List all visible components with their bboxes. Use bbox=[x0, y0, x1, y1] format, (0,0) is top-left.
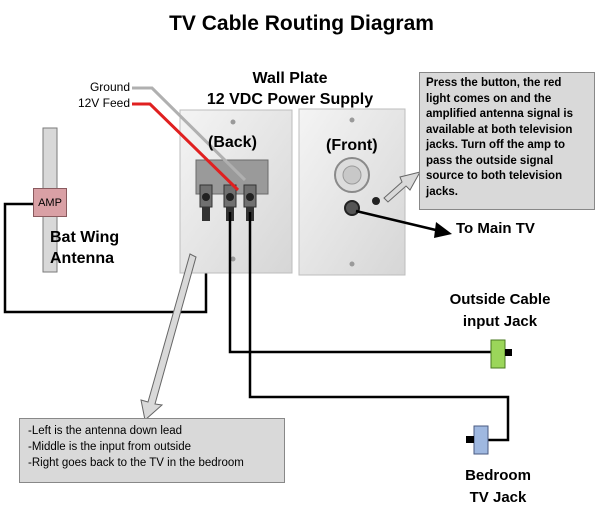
antenna-label-line2: Antenna bbox=[50, 250, 114, 267]
front-callout-arrow bbox=[383, 171, 421, 203]
main-tv-label: To Main TV bbox=[456, 220, 535, 237]
wall-plate-line1: Wall Plate bbox=[252, 70, 328, 87]
front-plate-screw-bottom bbox=[349, 261, 355, 267]
main-tv-jack bbox=[344, 200, 360, 216]
power-button-center bbox=[342, 165, 362, 185]
outside-cable-jack-pin bbox=[505, 349, 512, 356]
antenna-down-lead bbox=[3, 202, 208, 314]
back-callout-note: -Left is the antenna down lead -Middle i… bbox=[19, 418, 285, 483]
back-plate-screw-bottom bbox=[230, 256, 236, 262]
feed-wire bbox=[132, 102, 240, 192]
outside-cable-jack bbox=[490, 339, 506, 369]
back-callout-line-middle: -Middle is the input from outside bbox=[28, 441, 191, 453]
bedroom-jack-line2: TV Jack bbox=[469, 489, 527, 506]
bedroom-tv-jack bbox=[473, 425, 489, 455]
amp-box: AMP bbox=[33, 188, 67, 217]
main-tv-arrowhead bbox=[434, 222, 452, 238]
bedroom-wire bbox=[248, 212, 510, 442]
front-plate-label: (Front) bbox=[326, 137, 378, 154]
front-plate-screw-top bbox=[349, 117, 355, 123]
front-callout-note: Press the button, the red light comes on… bbox=[419, 72, 595, 210]
bedroom-jack-label: Bedroom TV Jack bbox=[448, 465, 548, 509]
outside-cable-wire bbox=[228, 212, 491, 354]
ground-wire bbox=[132, 86, 247, 182]
ground-wire-label: Ground bbox=[89, 80, 130, 94]
wall-plate-label: Wall Plate 12 VDC Power Supply bbox=[190, 68, 390, 110]
back-plate-label: (Back) bbox=[208, 134, 257, 151]
wall-plate-line2: 12 VDC Power Supply bbox=[206, 91, 374, 108]
indicator-light bbox=[372, 197, 380, 205]
outside-cable-line1: Outside Cable bbox=[449, 291, 551, 308]
bedroom-tv-jack-pin bbox=[466, 436, 474, 443]
antenna-label-line1: Bat Wing bbox=[50, 229, 120, 246]
antenna-label: Bat Wing Antenna bbox=[50, 227, 119, 269]
bedroom-jack-line1: Bedroom bbox=[465, 467, 531, 484]
outside-cable-line2: input Jack bbox=[462, 313, 538, 330]
back-callout-line-right: -Right goes back to the TV in the bedroo… bbox=[28, 457, 244, 469]
back-callout-line-left: -Left is the antenna down lead bbox=[28, 425, 183, 437]
back-callout-arrow bbox=[140, 253, 197, 421]
back-connectors bbox=[199, 184, 257, 221]
main-tv-arrow-line bbox=[355, 209, 441, 233]
diagram-title: TV Cable Routing Diagram bbox=[169, 12, 434, 35]
back-plate-screw-top bbox=[230, 119, 236, 125]
feed-wire-label: 12V Feed bbox=[77, 96, 130, 110]
outside-cable-label: Outside Cable input Jack bbox=[440, 289, 560, 333]
